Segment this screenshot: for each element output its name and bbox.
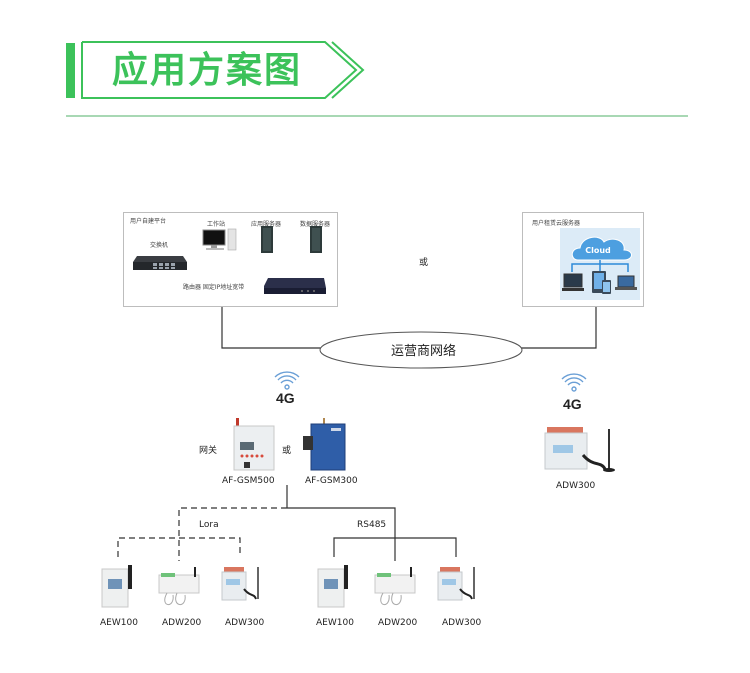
line-cloud-to-network <box>520 306 597 349</box>
rs485-adw300-image <box>437 567 475 601</box>
wifi-signal-icon-right <box>561 373 587 392</box>
rs485-label: RS485 <box>357 520 387 530</box>
lora-links <box>117 507 287 561</box>
cloud-platform-title: 用户租赁云服务器 <box>532 220 581 227</box>
lora-aew100-image <box>101 565 132 608</box>
data-server-label: 数据服务器 <box>300 221 331 228</box>
cloud-services-icon: Cloud <box>560 228 640 300</box>
header-accent-bar <box>66 43 75 98</box>
signal-4g-label-left: 4G <box>276 390 295 406</box>
rs485-device-2-model: ADW200 <box>378 618 418 628</box>
rs485-device-3-model: ADW300 <box>442 618 482 628</box>
line-self-platform-to-network <box>221 306 322 349</box>
signal-4g-label-right: 4G <box>563 396 582 412</box>
router-label: 路由器 固定IP地址宽带 <box>183 284 245 291</box>
self-built-platform-title: 用户自建平台 <box>130 218 167 225</box>
cloud-label: Cloud <box>585 246 611 255</box>
lora-adw300-image <box>221 567 259 601</box>
wifi-signal-icon-left <box>274 371 300 390</box>
lora-device-2-model: ADW200 <box>162 618 202 628</box>
lora-adw200-image <box>158 567 200 605</box>
header-divider <box>66 115 688 117</box>
network-switch-icon <box>133 256 187 270</box>
gateway-af-gsm300-image <box>303 418 346 471</box>
right-device-model: ADW300 <box>556 481 596 491</box>
gateway-1-model: AF-GSM500 <box>222 476 275 486</box>
router-icon <box>264 278 326 294</box>
workstation-icon <box>202 228 237 251</box>
or-label-gateway: 或 <box>282 446 292 456</box>
data-server-icon <box>310 226 322 253</box>
operator-network-label: 运营商网络 <box>391 344 457 359</box>
lora-device-3-model: ADW300 <box>225 618 265 628</box>
rs485-links <box>287 507 457 561</box>
lora-label: Lora <box>199 520 219 530</box>
switch-label: 交换机 <box>150 242 169 249</box>
workstation-label: 工作站 <box>207 221 226 228</box>
adw300-4g-device-image <box>544 427 615 472</box>
or-label-platform: 或 <box>419 258 429 268</box>
rs485-adw200-image <box>374 567 416 605</box>
page-title: 应用方案图 <box>112 50 303 91</box>
rs485-device-1-model: AEW100 <box>316 618 354 628</box>
lora-device-1-model: AEW100 <box>100 618 138 628</box>
gateway-af-gsm500-image <box>233 418 275 471</box>
gateway-label: 网关 <box>199 446 218 456</box>
app-server-icon <box>261 226 273 253</box>
gateway-2-model: AF-GSM300 <box>305 476 358 486</box>
operator-network-ellipse <box>319 331 523 369</box>
app-server-label: 应用服务器 <box>251 221 282 228</box>
header-arrow-frame <box>81 41 365 99</box>
rs485-aew100-image <box>317 565 348 608</box>
